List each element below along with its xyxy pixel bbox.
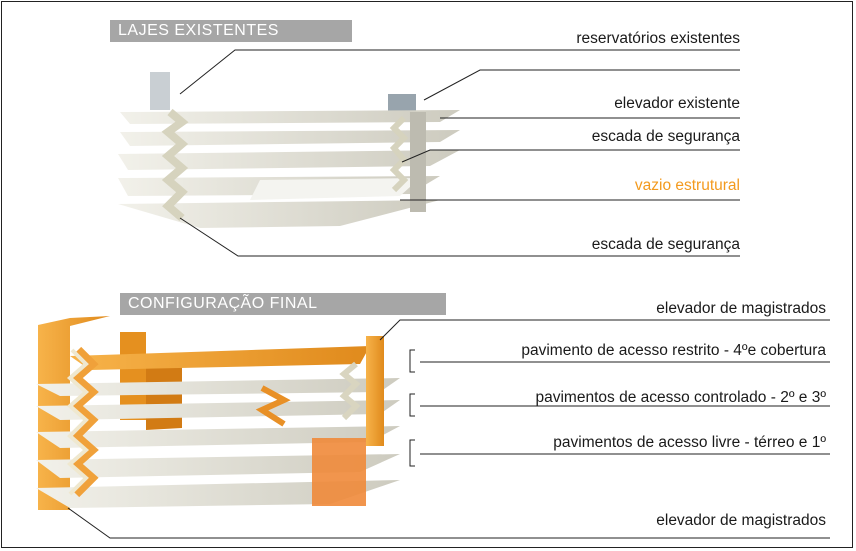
final-stair-center-icon [255,385,291,427]
existing-void [250,178,420,200]
final-slab-1 [36,378,400,396]
existing-slab-3 [118,150,460,170]
existing-stair-left-icon [161,108,189,222]
existing-slab-5 [118,200,440,228]
existing-stair-right-icon [389,115,409,193]
existing-leader-lines [179,49,740,257]
label-restricted-floor: pavimento de acesso restrito - 4ºe cober… [521,342,826,359]
label-elevator-bottom: elevador de magistrados [656,512,826,529]
final-leader-lines [67,319,830,539]
final-lower-block [312,438,366,506]
final-configuration-title: CONFIGURAÇÃO FINAL [120,293,446,315]
final-slab-5 [36,480,400,508]
final-elevator-right-icon [366,336,384,446]
label-elevator-top: elevador de magistrados [656,300,826,317]
existing-slab-1 [120,110,460,124]
final-stair-right-icon [339,361,361,421]
reservoir-right-icon [388,94,416,112]
final-slab-2 [36,400,400,420]
label-stair-bottom: escada de segurança [591,236,740,253]
final-roof-slab [70,346,370,370]
label-structural-void: vazio estrutural [634,177,740,194]
label-free-floors: pavimentos de acesso livre - térreo e 1º [553,434,826,451]
existing-elevator-shaft-icon [410,112,426,212]
label-existing-elevator: elevador existente [614,95,740,112]
label-stair-top: escada de segurança [591,128,740,145]
label-reservoirs: reservatórios existentes [576,30,740,47]
final-slab-3 [36,426,400,448]
final-slab-4 [36,454,400,478]
final-stair-left-icon [69,346,99,498]
existing-slab-2 [120,130,460,146]
reservoir-left-icon [150,72,170,110]
existing-building [118,49,740,257]
existing-slabs-title: LAJES EXISTENTES [110,20,352,42]
final-building [36,316,830,539]
label-controlled-floors: pavimentos de acesso controlado - 2º e 3… [535,389,827,406]
